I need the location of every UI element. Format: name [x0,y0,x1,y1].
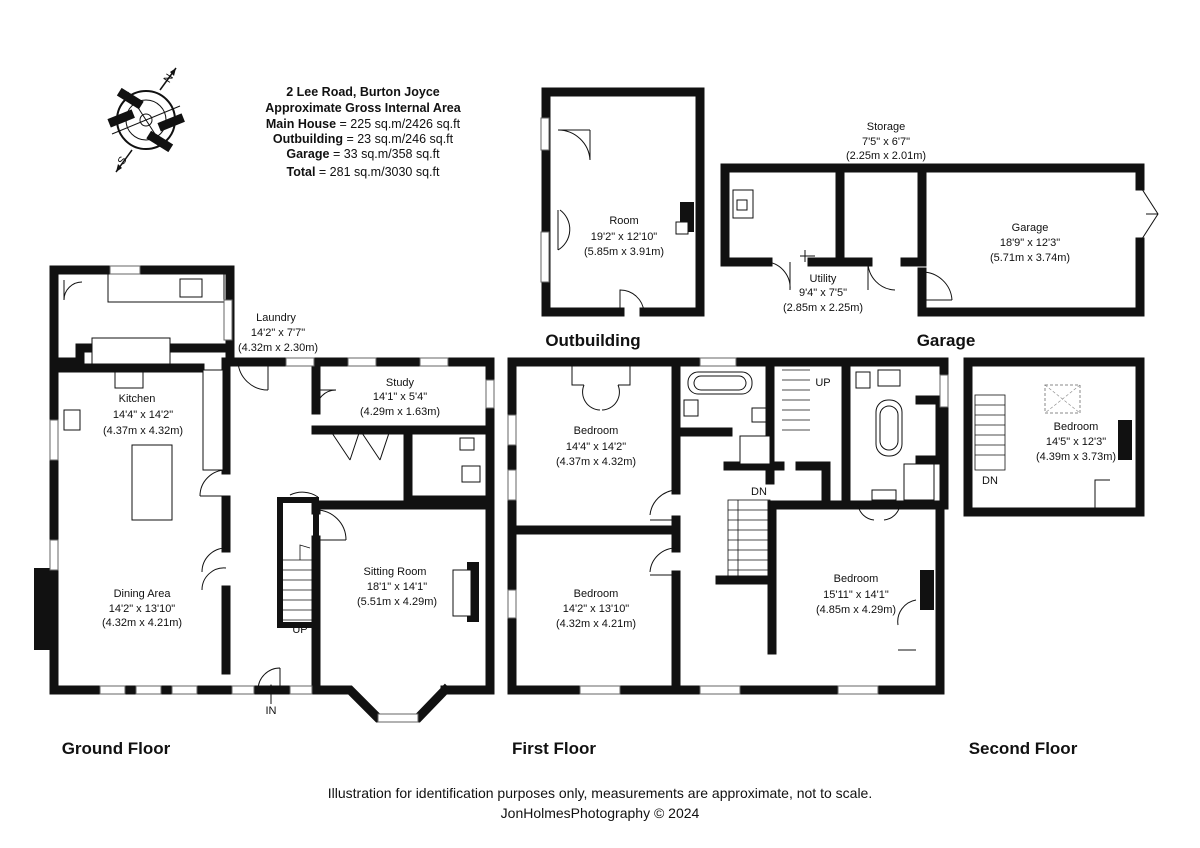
stairs-up-ground-label: UP [292,624,307,636]
room-label-bedroom-2: Bedroom 14'2" x 13'10" (4.32m x 4.21m) [556,588,636,630]
area-line-total: Total = 281 sq.m/3030 sq.ft [287,165,441,179]
svg-text:(2.85m x 2.25m): (2.85m x 2.25m) [783,302,863,314]
area-line-main: Main House = 225 sq.m/2426 sq.ft [266,117,461,131]
svg-text:18'9" x 12'3": 18'9" x 12'3" [1000,237,1060,249]
svg-text:Laundry: Laundry [256,312,296,324]
svg-text:Garage: Garage [1012,222,1049,234]
second-floor-plan [963,357,1145,517]
svg-text:(5.51m x 4.29m): (5.51m x 4.29m) [357,596,437,608]
room-label-bedroom-1: Bedroom 14'4" x 14'2" (4.37m x 4.32m) [556,425,636,468]
svg-text:15'11" x 14'1": 15'11" x 14'1" [823,589,889,601]
room-label-sitting-room: Sitting Room 18'1" x 14'1" (5.51m x 4.29… [357,566,437,608]
area-line-outbuilding: Outbuilding = 23 sq.m/246 sq.ft [273,132,454,146]
svg-text:Bedroom: Bedroom [574,588,619,600]
svg-text:14'5" x 12'3": 14'5" x 12'3" [1046,436,1106,448]
svg-text:Kitchen: Kitchen [119,393,156,405]
svg-text:7'5" x 6'7": 7'5" x 6'7" [862,136,910,148]
svg-text:19'2" x 12'10": 19'2" x 12'10" [591,231,658,243]
svg-text:14'4" x 14'2": 14'4" x 14'2" [113,409,173,421]
svg-text:9'4" x 7'5": 9'4" x 7'5" [799,287,847,299]
outbuilding-plan [540,87,705,317]
section-garage: Garage [917,331,976,350]
svg-text:(4.85m x 4.29m): (4.85m x 4.29m) [816,604,896,616]
room-label-bedroom-4: Bedroom 14'5" x 12'3" (4.39m x 3.73m) [1036,421,1116,463]
footer-credit: JonHolmesPhotography © 2024 [501,805,700,821]
svg-text:(4.37m x 4.32m): (4.37m x 4.32m) [556,456,636,468]
room-label-utility: Utility 9'4" x 7'5" (2.85m x 2.25m) [783,273,863,314]
svg-text:(2.25m x 2.01m): (2.25m x 2.01m) [846,150,926,162]
svg-text:14'2" x 7'7": 14'2" x 7'7" [251,327,305,339]
footer-disclaimer: Illustration for identification purposes… [328,785,872,801]
svg-text:Sitting Room: Sitting Room [364,566,427,578]
area-title: Approximate Gross Internal Area [265,101,461,115]
stairs-down-first-label: DN [751,486,767,498]
svg-text:Utility: Utility [810,273,837,285]
svg-text:Dining Area: Dining Area [114,588,172,600]
room-label-outbuilding-room: Room 19'2" x 12'10" (5.85m x 3.91m) [584,215,664,258]
svg-text:(4.37m x 4.32m): (4.37m x 4.32m) [103,425,183,437]
section-ground-floor: Ground Floor [62,739,171,758]
svg-text:14'2" x 13'10": 14'2" x 13'10" [563,603,630,615]
first-floor-plan [507,357,949,695]
property-address: 2 Lee Road, Burton Joyce [286,85,440,99]
svg-text:14'1" x 5'4": 14'1" x 5'4" [373,391,427,403]
svg-text:(4.39m x 3.73m): (4.39m x 3.73m) [1036,451,1116,463]
svg-text:Bedroom: Bedroom [1054,421,1099,433]
svg-text:18'1" x 14'1": 18'1" x 14'1" [367,581,427,593]
room-label-study: Study 14'1" x 5'4" (4.29m x 1.63m) [360,377,440,418]
svg-text:(4.32m x 4.21m): (4.32m x 4.21m) [556,618,636,630]
section-second-floor: Second Floor [969,739,1078,758]
svg-text:14'4" x 14'2": 14'4" x 14'2" [566,441,626,453]
area-line-garage: Garage = 33 sq.m/358 sq.ft [286,147,440,161]
room-label-garage: Garage 18'9" x 12'3" (5.71m x 3.74m) [990,222,1070,264]
svg-text:Bedroom: Bedroom [834,573,879,585]
svg-text:(4.32m x 2.30m): (4.32m x 2.30m) [238,342,318,354]
entry-label: IN [266,705,277,717]
svg-text:Room: Room [609,215,638,227]
svg-text:14'2" x 13'10": 14'2" x 13'10" [109,603,176,615]
svg-text:Bedroom: Bedroom [574,425,619,437]
stairs-up-first-label: UP [815,377,830,389]
svg-text:Storage: Storage [867,121,906,133]
area-summary: 2 Lee Road, Burton Joyce Approximate Gro… [265,85,461,179]
room-label-kitchen: Kitchen 14'4" x 14'2" (4.37m x 4.32m) [103,393,183,437]
section-outbuilding: Outbuilding [545,331,640,350]
svg-text:(4.32m x 4.21m): (4.32m x 4.21m) [102,617,182,629]
room-label-dining-area: Dining Area 14'2" x 13'10" (4.32m x 4.21… [102,588,182,629]
room-label-storage: Storage 7'5" x 6'7" (2.25m x 2.01m) [846,121,926,162]
stairs-down-second-label: DN [982,475,998,487]
svg-text:(4.29m x 1.63m): (4.29m x 1.63m) [360,406,440,418]
compass-icon: N S [107,67,185,173]
ground-floor-plan [34,265,495,723]
svg-text:(5.71m x 3.74m): (5.71m x 3.74m) [990,252,1070,264]
svg-text:(5.85m x 3.91m): (5.85m x 3.91m) [584,246,664,258]
garage-plan [720,163,1159,317]
room-label-bedroom-3: Bedroom 15'11" x 14'1" (4.85m x 4.29m) [816,573,896,616]
room-label-laundry: Laundry 14'2" x 7'7" (4.32m x 2.30m) [238,312,318,354]
section-first-floor: First Floor [512,739,596,758]
svg-text:Study: Study [386,377,415,389]
